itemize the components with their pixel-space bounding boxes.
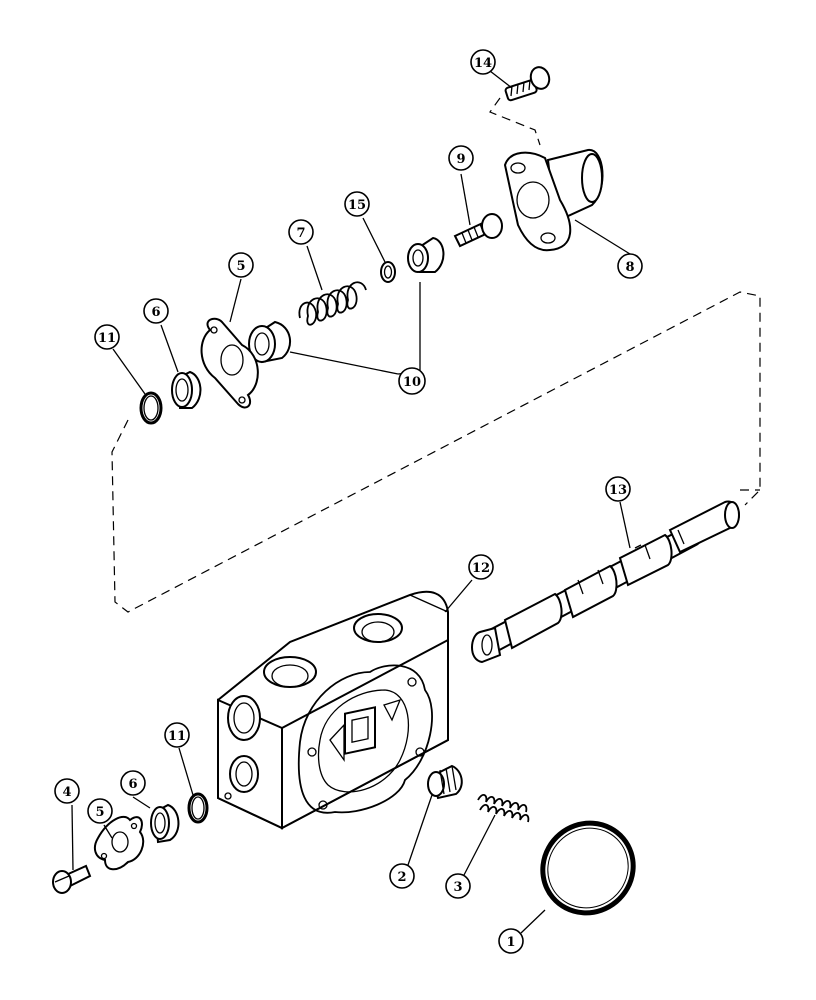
svg-text:6: 6	[151, 305, 160, 320]
svg-text:14: 14	[474, 56, 492, 71]
spring-3	[477, 794, 530, 823]
assembly-line-bolt	[489, 97, 541, 146]
callout-3: 3	[445, 873, 471, 899]
plug-2	[427, 764, 463, 800]
ring-11-upper	[139, 391, 163, 425]
svg-text:10: 10	[403, 375, 421, 390]
svg-text:5: 5	[95, 805, 104, 820]
svg-text:8: 8	[625, 260, 634, 275]
valve-body-12	[217, 590, 449, 830]
assembly-line-main	[111, 291, 761, 613]
bolt-9	[453, 213, 503, 248]
callout-1: 1	[498, 928, 524, 954]
cap-screw-14	[504, 66, 551, 102]
screw-4	[52, 864, 92, 894]
spring-seat-10-lower	[248, 320, 291, 364]
callouts: 14 9 15 7 5 6 11 8	[54, 49, 643, 954]
plate-5-upper	[200, 317, 259, 409]
callout-9: 9	[448, 145, 474, 171]
svg-text:13: 13	[609, 483, 627, 498]
ring-11-lower	[187, 792, 209, 824]
svg-text:11: 11	[168, 729, 186, 744]
svg-text:12: 12	[472, 561, 490, 576]
callout-4: 4	[54, 778, 80, 804]
svg-text:1: 1	[506, 935, 515, 950]
seal-6-lower	[150, 803, 180, 844]
svg-text:11: 11	[98, 331, 116, 346]
callout-5-upper: 5	[228, 252, 254, 278]
callout-15: 15	[344, 191, 370, 217]
svg-text:3: 3	[453, 880, 462, 895]
callout-6-upper: 6	[143, 298, 169, 324]
callout-12: 12	[468, 554, 494, 580]
callout-5-lower: 5	[87, 798, 113, 824]
svg-text:7: 7	[296, 226, 305, 241]
svg-text:2: 2	[397, 870, 406, 885]
cap-housing-8	[503, 149, 604, 252]
callout-11-upper: 11	[94, 324, 120, 350]
svg-text:15: 15	[348, 198, 366, 213]
ring-15	[380, 261, 396, 283]
plate-5-lower	[93, 815, 145, 871]
svg-text:4: 4	[62, 785, 71, 800]
spring-seat-10-upper	[407, 236, 445, 273]
callout-8: 8	[617, 253, 643, 279]
callout-6-lower: 6	[120, 770, 146, 796]
callout-14: 14	[470, 49, 496, 75]
callout-13: 13	[605, 476, 631, 502]
seal-6-upper	[171, 370, 202, 409]
callout-2: 2	[389, 863, 415, 889]
callout-11-lower: 11	[164, 722, 190, 748]
svg-text:9: 9	[456, 152, 465, 167]
leader-lines	[71, 70, 631, 934]
spool-13	[471, 500, 740, 664]
o-ring-1	[540, 820, 636, 916]
svg-text:6: 6	[128, 777, 137, 792]
callout-10: 10	[398, 367, 426, 395]
spring-7	[298, 281, 367, 326]
callout-7: 7	[288, 219, 314, 245]
svg-text:5: 5	[236, 259, 245, 274]
